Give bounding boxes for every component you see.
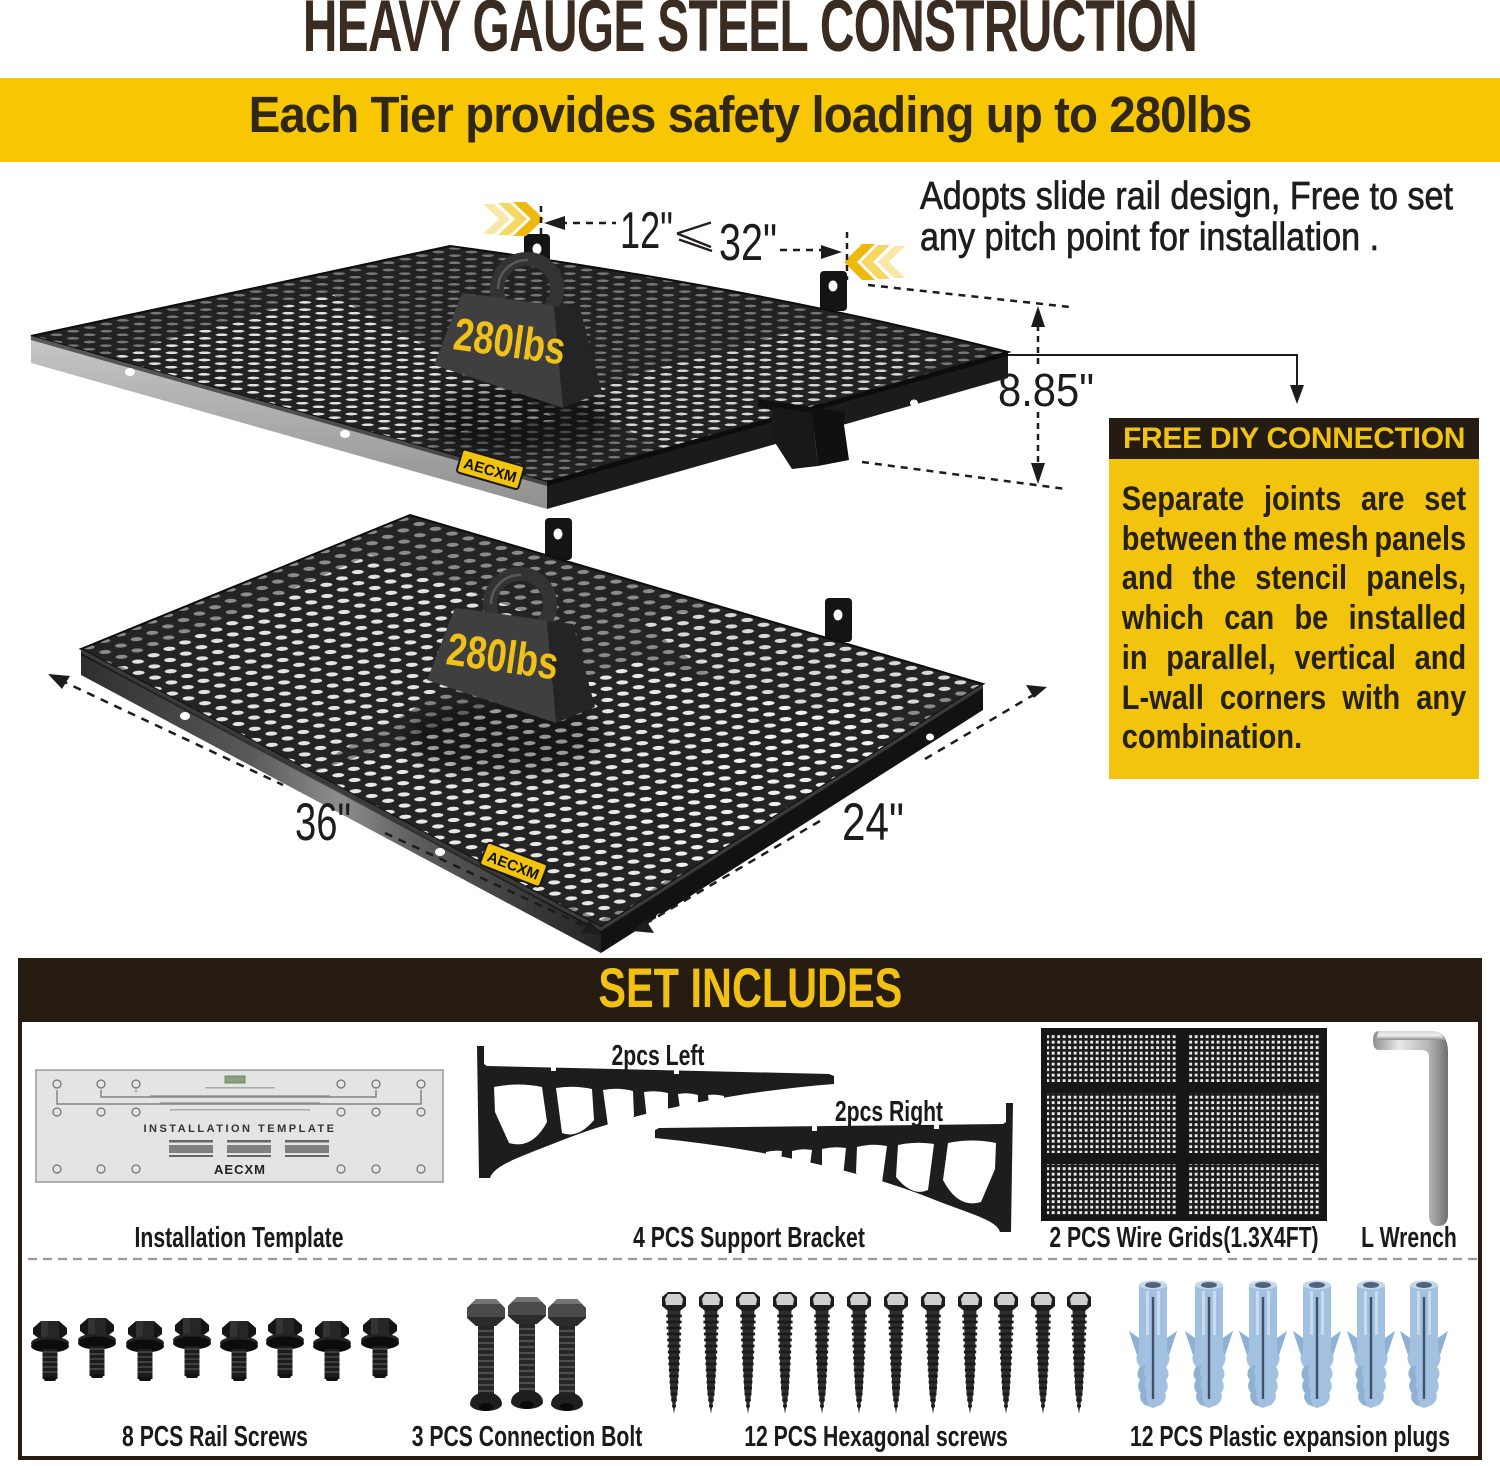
- svg-text:36": 36": [295, 793, 351, 852]
- svg-text:8.85": 8.85": [998, 364, 1094, 416]
- svg-text:32": 32": [719, 214, 777, 272]
- svg-text:INSTALLATION TEMPLATE: INSTALLATION TEMPLATE: [143, 1123, 336, 1135]
- svg-text:AECXM: AECXM: [214, 1162, 266, 1177]
- svg-text:24": 24": [842, 793, 904, 852]
- svg-text:12": 12": [620, 202, 673, 260]
